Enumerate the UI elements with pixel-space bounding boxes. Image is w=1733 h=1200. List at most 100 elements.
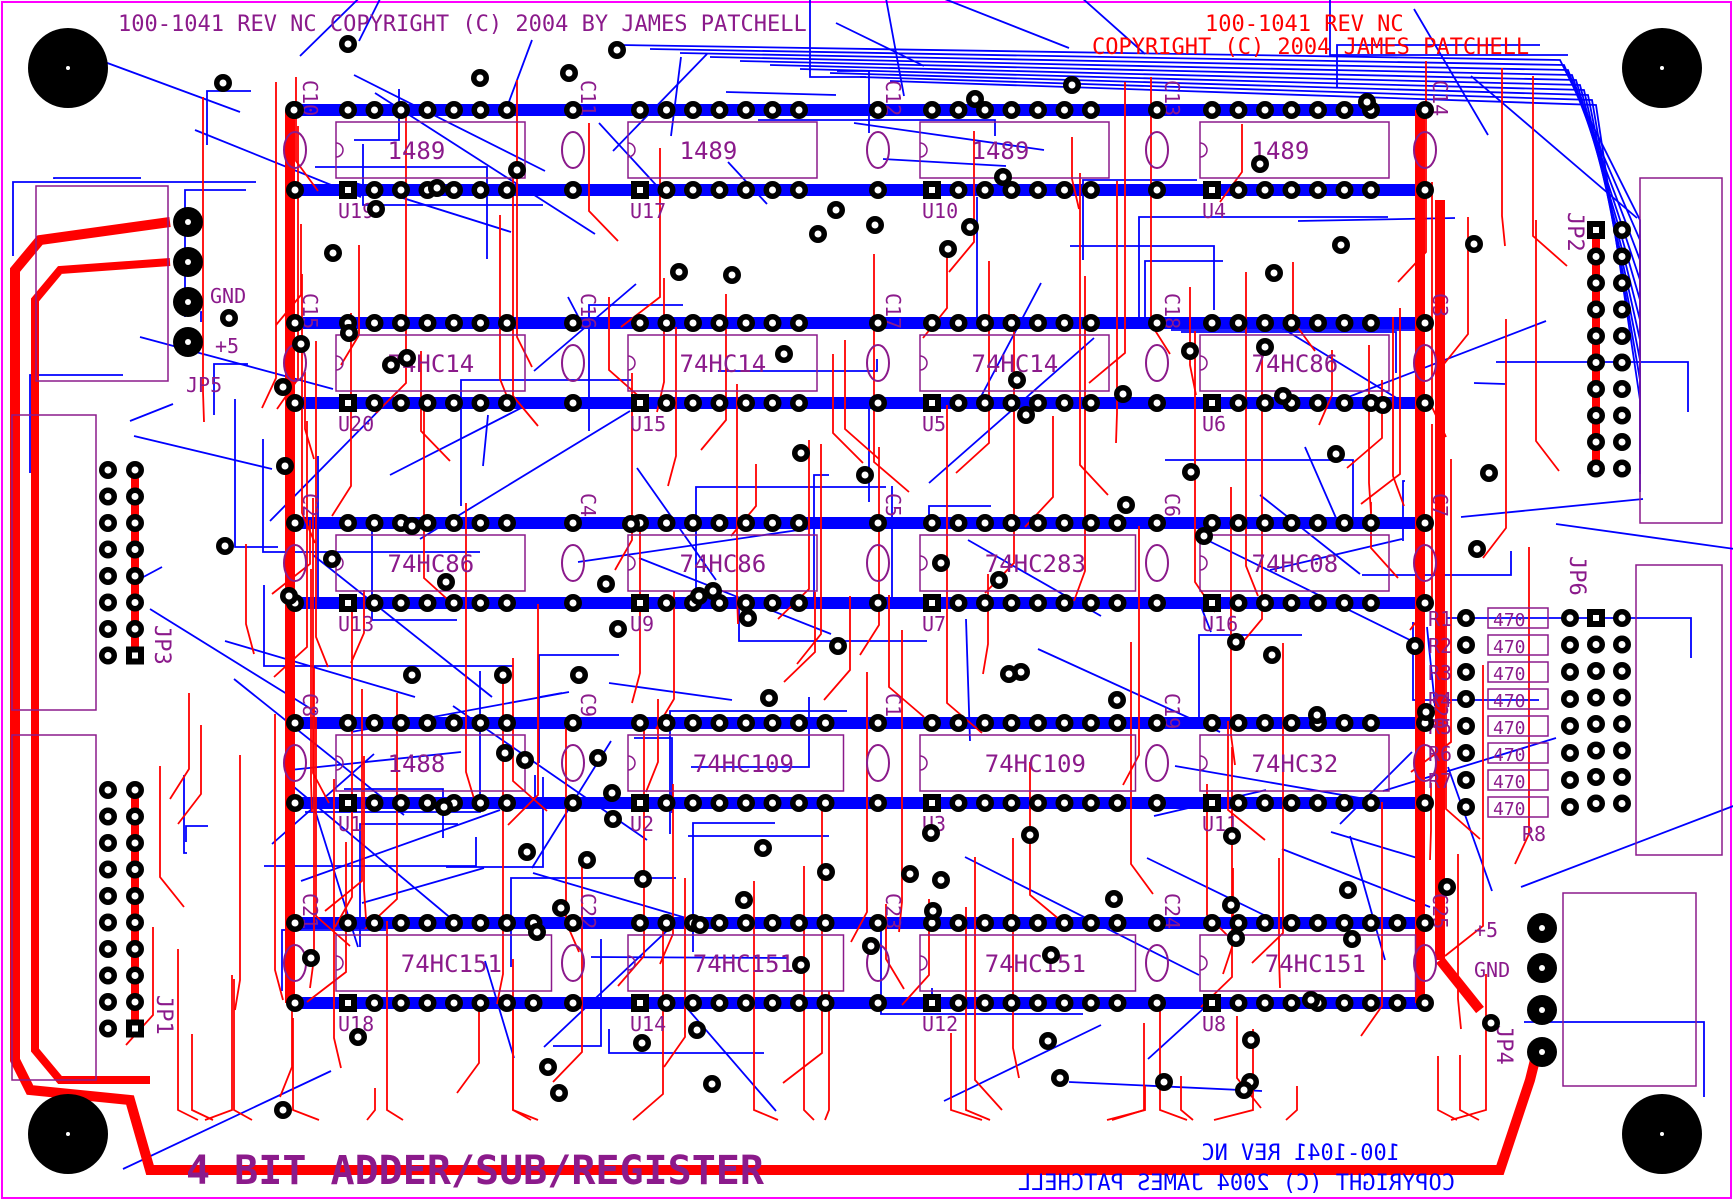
pad-drill bbox=[1618, 306, 1626, 313]
pad-drill bbox=[503, 719, 511, 727]
pad-drill bbox=[1208, 519, 1216, 527]
power-bus bbox=[1436, 956, 1484, 1014]
pad-drill bbox=[1462, 803, 1470, 811]
pad-drill bbox=[937, 876, 945, 884]
capacitor-outline bbox=[561, 344, 585, 382]
pad-drill bbox=[716, 919, 723, 927]
pad-drill bbox=[1261, 719, 1269, 727]
pad-drill bbox=[740, 896, 748, 904]
pad-drill bbox=[1056, 1074, 1064, 1082]
chip-part-number: 74HC151 bbox=[985, 950, 1086, 978]
signal-trace bbox=[638, 557, 832, 635]
pad-drill bbox=[1208, 106, 1216, 114]
capacitor-outline bbox=[1413, 944, 1437, 982]
signal-trace bbox=[1281, 327, 1409, 406]
pad-drill bbox=[927, 829, 935, 837]
pad-drill bbox=[344, 40, 352, 48]
pad-drill bbox=[955, 319, 962, 327]
pad-drill bbox=[716, 599, 723, 607]
pad-drill bbox=[450, 719, 458, 727]
chip-reference: U20 bbox=[338, 412, 374, 436]
capacitor-outline bbox=[1413, 744, 1437, 782]
signal-trace bbox=[691, 697, 810, 768]
pad-drill bbox=[104, 493, 112, 500]
pad-drill bbox=[104, 572, 112, 580]
pad-drill bbox=[371, 519, 378, 527]
pad-drill bbox=[1087, 799, 1095, 807]
pad-drill bbox=[1592, 465, 1600, 472]
pad-drill bbox=[1034, 799, 1042, 807]
pad-drill bbox=[937, 559, 945, 567]
pad-drill bbox=[1261, 106, 1269, 114]
jp4-label: JP4 bbox=[1491, 1025, 1516, 1065]
signal-trace bbox=[371, 516, 457, 621]
pin1-notch bbox=[1199, 555, 1208, 571]
pad-drill bbox=[104, 998, 112, 1006]
pad-drill bbox=[663, 399, 670, 407]
resistor-outline bbox=[1487, 661, 1549, 683]
pin1-notch bbox=[1199, 755, 1208, 771]
signal-trace bbox=[1437, 1056, 1458, 1121]
pad-drill bbox=[1592, 332, 1600, 340]
signal-trace bbox=[1285, 1086, 1298, 1121]
pad-drill bbox=[874, 599, 882, 607]
signal-trace bbox=[1122, 526, 1140, 786]
pad-drill bbox=[1592, 253, 1600, 260]
pad-drill bbox=[345, 600, 351, 606]
pad-drill bbox=[1566, 803, 1574, 811]
pad-drill bbox=[408, 671, 416, 679]
pad-drill bbox=[513, 166, 521, 174]
vcc-label: +5 bbox=[215, 334, 239, 358]
signal-trace bbox=[224, 640, 416, 698]
signal-trace bbox=[350, 691, 570, 733]
pad-drill bbox=[769, 919, 776, 927]
pad-drill bbox=[1341, 719, 1348, 727]
pad-drill bbox=[1443, 883, 1451, 891]
pad-drill bbox=[1061, 999, 1068, 1007]
signal-trace bbox=[363, 756, 367, 920]
pad-drill bbox=[695, 592, 703, 600]
capacitor-label: C5 bbox=[881, 493, 905, 517]
pad-drill bbox=[1087, 999, 1095, 1007]
pad-drill bbox=[1470, 240, 1478, 248]
chip-reference: U8 bbox=[1202, 1012, 1226, 1036]
pad-drill bbox=[1008, 319, 1015, 327]
pad-drill bbox=[1462, 722, 1470, 730]
signal-trace bbox=[1318, 350, 1333, 426]
pad-drill bbox=[1114, 519, 1121, 527]
signal-trace bbox=[310, 569, 313, 813]
pad-drill bbox=[1341, 919, 1348, 927]
signal-trace bbox=[273, 421, 308, 678]
pin1-notch bbox=[919, 355, 928, 371]
pin1-notch bbox=[1199, 955, 1208, 971]
pad-drill bbox=[928, 319, 936, 327]
pad-drill bbox=[424, 519, 431, 527]
pad-drill bbox=[1008, 799, 1015, 807]
signal-trace bbox=[753, 881, 779, 1121]
chip-part-number: 74HC151 bbox=[693, 950, 794, 978]
chip-reference: U1 bbox=[338, 812, 362, 836]
signal-trace bbox=[177, 949, 199, 1121]
capacitor-label: C6 bbox=[1160, 493, 1184, 517]
pad-drill bbox=[742, 186, 750, 194]
pad-drill bbox=[397, 186, 405, 194]
signal-trace bbox=[82, 53, 241, 113]
signal-trace bbox=[299, 0, 359, 57]
signal-trace bbox=[632, 923, 664, 1121]
capacitor-outline bbox=[283, 744, 307, 782]
signal-trace bbox=[1382, 737, 1557, 792]
pad-drill bbox=[1307, 996, 1315, 1004]
signal-trace bbox=[245, 544, 255, 655]
signal-trace bbox=[512, 174, 539, 427]
pad-drill bbox=[1618, 800, 1626, 807]
pad-drill bbox=[291, 399, 299, 407]
pad-drill bbox=[424, 106, 431, 114]
pad-drill bbox=[1208, 919, 1216, 927]
capacitor-label: C8 bbox=[298, 693, 322, 717]
pad-drill bbox=[521, 756, 529, 764]
signal-trace bbox=[1360, 308, 1401, 505]
pad-drill bbox=[503, 599, 511, 607]
pad-drill bbox=[689, 186, 697, 194]
signal-trace bbox=[362, 144, 543, 206]
pad-drill bbox=[1153, 599, 1161, 607]
